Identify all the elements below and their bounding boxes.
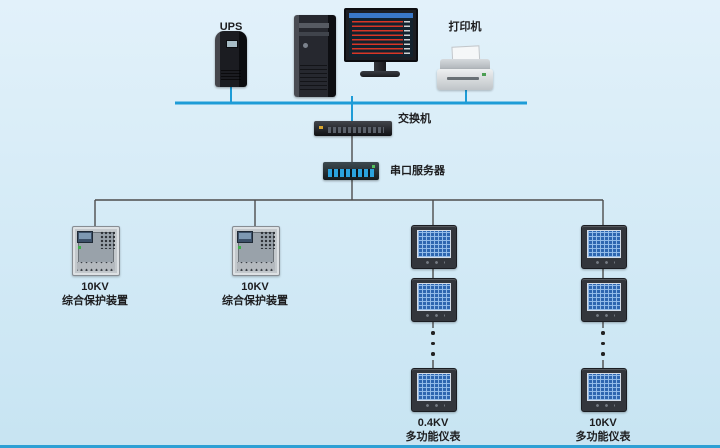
serial-server-device	[323, 162, 379, 180]
network-switch-device	[314, 121, 392, 136]
meter-group-10kv-label: 10KV 多功能仪表	[543, 416, 663, 445]
monitor	[344, 8, 418, 62]
meter-buttons	[423, 260, 445, 265]
printer-label: 打印机	[448, 21, 482, 33]
printer-top	[440, 59, 490, 71]
pc-tower	[294, 15, 336, 97]
protection-led	[78, 246, 81, 249]
meter-screen	[417, 373, 451, 401]
protection-led	[238, 246, 241, 249]
monitor-base	[360, 71, 400, 77]
ups-display	[226, 40, 238, 48]
ellipsis-dots	[431, 331, 435, 363]
multifunction-meter	[411, 225, 457, 269]
meter-group-10kv-line2: 多功能仪表	[575, 431, 631, 444]
multifunction-meter	[411, 368, 457, 412]
protection-device-1	[72, 226, 120, 276]
printer-device	[437, 45, 493, 90]
meter-screen	[587, 373, 621, 401]
protection1-label-line1: 10KV	[81, 281, 109, 293]
screen-side-column	[404, 21, 410, 54]
screen-data-rows	[352, 21, 403, 54]
ups-vents	[221, 70, 241, 82]
screen-titlebar	[349, 13, 413, 18]
switch-label: 交换机	[398, 113, 431, 125]
meter-group-04kv-label: 0.4KV 多功能仪表	[373, 416, 493, 445]
protection-keypad	[100, 231, 115, 249]
ups-device	[215, 31, 247, 87]
printer-output-slot	[447, 77, 479, 80]
monitor-stand	[374, 62, 386, 71]
protection1-label: 10KV 综合保护装置	[35, 280, 155, 309]
meter-buttons	[423, 403, 445, 408]
ellipsis-dots	[601, 331, 605, 363]
meter-group-04kv-line2: 多功能仪表	[405, 431, 461, 444]
serial-ports	[328, 169, 374, 177]
serial-led	[372, 165, 375, 168]
ups-label: UPS	[219, 21, 243, 33]
bottom-border-line	[0, 445, 720, 448]
multifunction-meter	[581, 368, 627, 412]
meter-screen	[417, 230, 451, 258]
meter-screen	[417, 283, 451, 311]
drive-bay	[299, 23, 329, 28]
protection2-label: 10KV 综合保护装置	[195, 280, 315, 309]
multifunction-meter	[581, 225, 627, 269]
meter-buttons	[593, 403, 615, 408]
protection2-label-line1: 10KV	[241, 281, 269, 293]
multifunction-meter	[581, 278, 627, 322]
meter-buttons	[593, 260, 615, 265]
meter-group-04kv-line1: 0.4KV	[417, 417, 449, 429]
protection1-label-line2: 综合保护装置	[62, 295, 128, 308]
meter-group-10kv-line1: 10KV	[589, 417, 617, 429]
monitor-screen	[349, 13, 413, 57]
tower-grill	[300, 65, 327, 91]
power-button-icon	[303, 43, 308, 48]
protection-screen	[77, 231, 93, 243]
switch-ports	[328, 127, 384, 133]
meter-screen	[587, 283, 621, 311]
protection-terminal-strip	[77, 262, 115, 271]
meter-buttons	[423, 313, 445, 318]
protection-keypad	[260, 231, 275, 249]
protection-device-2	[232, 226, 280, 276]
meter-buttons	[593, 313, 615, 318]
drive-bay	[299, 32, 329, 36]
serial-server-label: 串口服务器	[390, 165, 445, 177]
protection-terminal-strip	[237, 262, 275, 271]
switch-led	[319, 126, 323, 129]
protection-screen	[237, 231, 253, 243]
protection2-label-line2: 综合保护装置	[222, 295, 288, 308]
meter-screen	[587, 230, 621, 258]
printer-power-led	[482, 73, 486, 76]
multifunction-meter	[411, 278, 457, 322]
